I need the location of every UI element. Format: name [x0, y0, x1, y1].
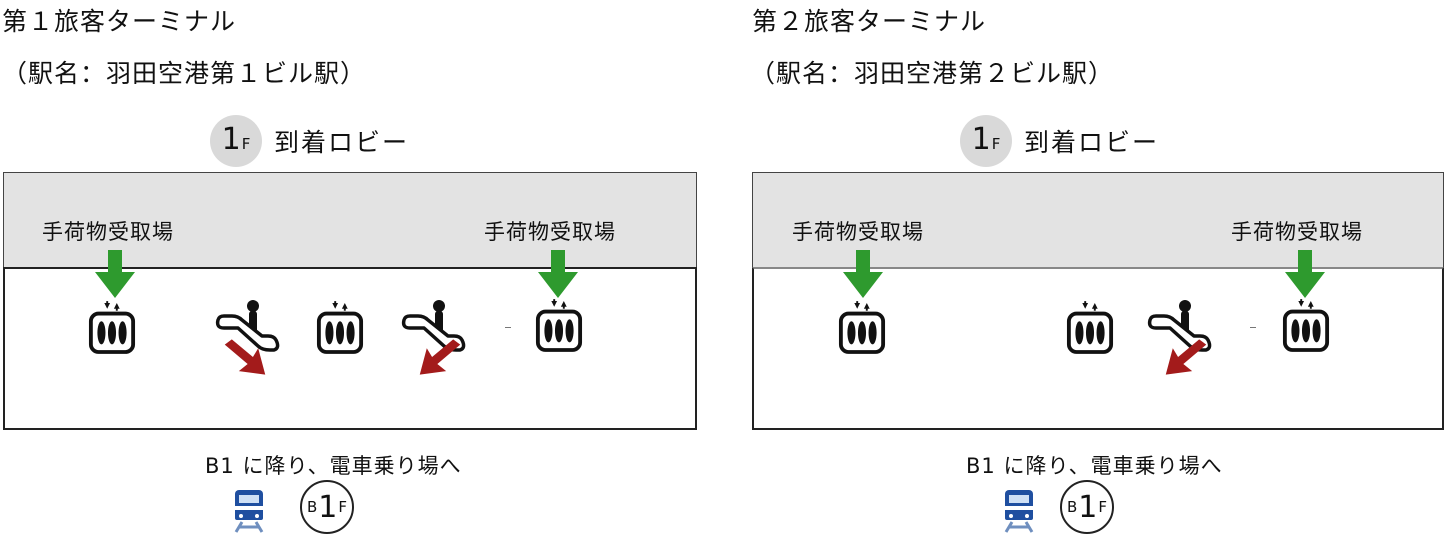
- terminal-title: 第１旅客ターミナル: [2, 7, 237, 36]
- floor-number: 1: [971, 122, 991, 157]
- go-down-instruction: B1 に降り、電車乗り場へ: [966, 454, 1223, 478]
- baggage-claim-label-right: 手荷物受取場: [1231, 220, 1363, 244]
- divider-mark: [1250, 327, 1256, 328]
- dest-floor-prefix: B: [306, 498, 318, 516]
- station-name: （駅名：羽田空港第２ビル駅）: [750, 59, 1115, 88]
- elevator-icon: [88, 300, 136, 356]
- terminal-title: 第２旅客ターミナル: [752, 7, 987, 36]
- green-down-arrow-icon: [538, 250, 578, 298]
- elevator-icon: [1066, 300, 1114, 356]
- elevator-icon: [838, 300, 886, 356]
- elevator-icon: [1282, 298, 1330, 354]
- red-down-arrow-icon: [223, 337, 267, 377]
- floor-name: 到着ロビー: [1024, 128, 1160, 157]
- floor-number: 1: [221, 122, 241, 157]
- dest-floor-number: 1: [1078, 489, 1098, 525]
- dest-floor-unit: F: [1098, 498, 1108, 516]
- station-name: （駅名：羽田空港第１ビル駅）: [2, 59, 367, 88]
- floor-heading: 1 F 到着ロビー: [960, 113, 1159, 169]
- terminal-2-panel: 第２旅客ターミナル （駅名：羽田空港第２ビル駅） 1 F 到着ロビー 手荷物受取…: [750, 0, 1446, 539]
- floor-unit: F: [241, 135, 251, 153]
- green-down-arrow-icon: [1285, 250, 1325, 298]
- train-icon: [232, 488, 266, 534]
- dest-floor-prefix: B: [1066, 498, 1078, 516]
- baggage-claim-label-right: 手荷物受取場: [484, 220, 616, 244]
- elevator-icon: [535, 298, 583, 354]
- terminal-1-panel: 第１旅客ターミナル （駅名：羽田空港第１ビル駅） 1 F 到着ロビー 手荷物受取…: [0, 0, 720, 539]
- green-down-arrow-icon: [95, 250, 135, 298]
- baggage-claim-label-left: 手荷物受取場: [792, 220, 924, 244]
- dest-floor-unit: F: [338, 498, 348, 516]
- floor-name: 到着ロビー: [274, 128, 410, 157]
- train-icon: [1002, 488, 1036, 534]
- floor-badge: 1 F: [960, 115, 1012, 167]
- go-down-instruction: B1 に降り、電車乗り場へ: [205, 454, 462, 478]
- arrival-floor-area: [752, 267, 1444, 430]
- dest-floor-number: 1: [318, 489, 338, 525]
- elevator-icon: [316, 300, 364, 356]
- arrival-floor-area: [3, 267, 697, 430]
- divider-mark: [505, 327, 511, 328]
- red-down-arrow-icon: [1164, 337, 1208, 377]
- floor-badge: 1 F: [210, 115, 262, 167]
- red-down-arrow-icon: [418, 337, 462, 377]
- green-down-arrow-icon: [843, 250, 883, 298]
- baggage-claim-label-left: 手荷物受取場: [42, 220, 174, 244]
- floor-heading: 1 F 到着ロビー: [210, 113, 409, 169]
- floor-unit: F: [991, 135, 1001, 153]
